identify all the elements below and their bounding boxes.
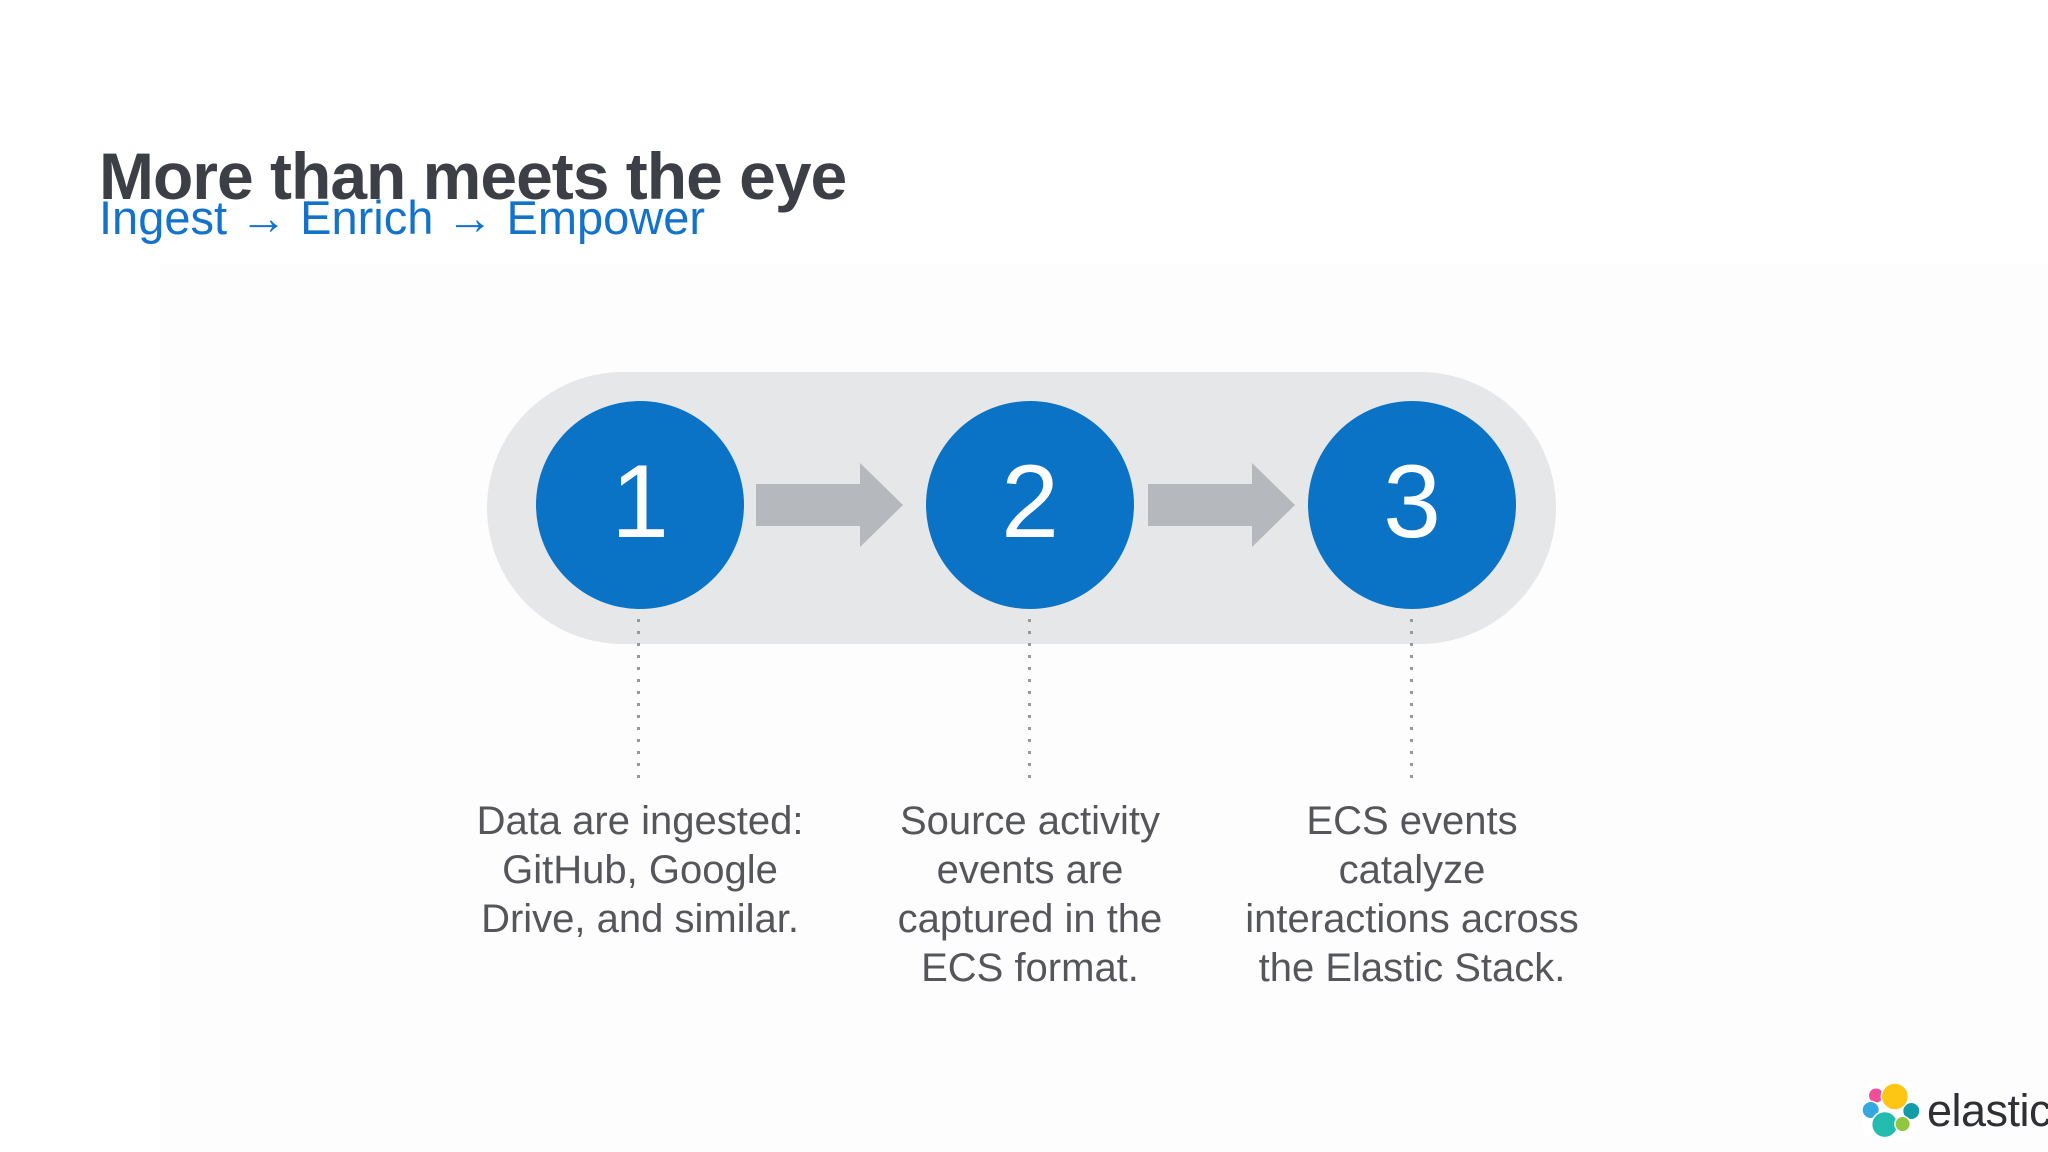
- step-number: 1: [611, 444, 669, 560]
- elastic-logo-text: elastic: [1927, 1085, 2048, 1136]
- elastic-logo: elastic: [1862, 1082, 2048, 1140]
- step-number: 3: [1383, 444, 1441, 560]
- step-description-2: Source activity events are captured in t…: [897, 799, 1163, 990]
- step-circle-1: 1: [536, 401, 744, 609]
- page-title: More than meets the eye: [99, 139, 847, 214]
- page-subtitle: Ingest → Enrich → Empower: [99, 191, 705, 244]
- dotted-vertical-line: [1410, 619, 1413, 787]
- step-circle-2: 2: [926, 401, 1134, 609]
- step-number: 2: [1001, 444, 1059, 560]
- arrow-right-icon: [756, 463, 903, 547]
- elastic-logo-icon: [1862, 1082, 1920, 1140]
- step-description-1: Data are ingested: GitHub, Google Drive,…: [476, 799, 804, 941]
- dotted-vertical-line: [1028, 619, 1031, 787]
- step-circle-3: 3: [1308, 401, 1516, 609]
- step-description-3: ECS events catalyze interactions across …: [1245, 799, 1579, 990]
- dotted-vertical-line: [637, 619, 640, 787]
- arrow-right-icon: [1148, 463, 1295, 547]
